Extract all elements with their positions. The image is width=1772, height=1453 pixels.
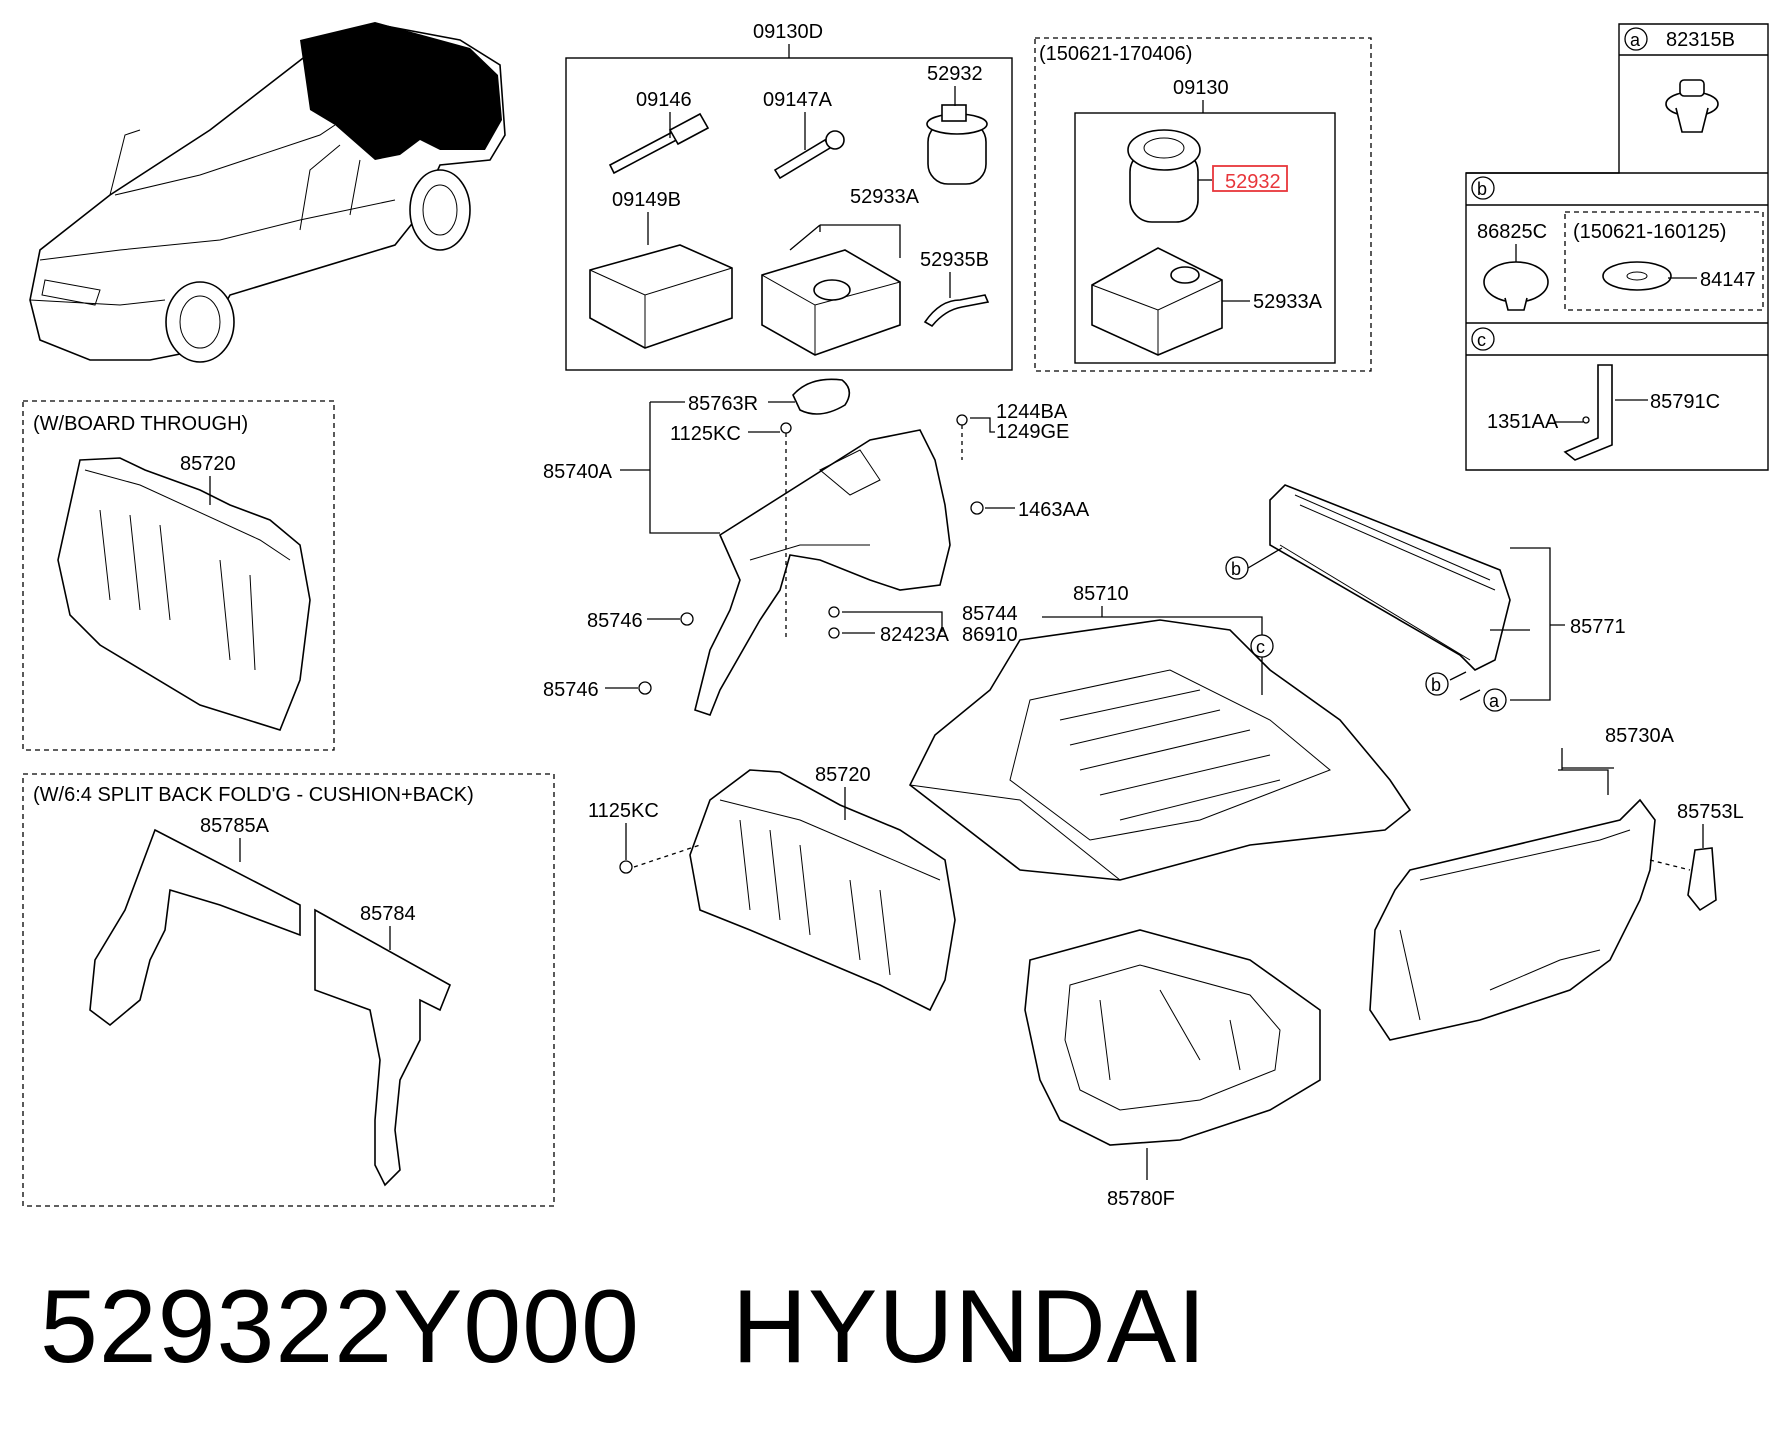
label-82423A: 82423A [880, 624, 950, 646]
label-84147: 84147 [1700, 269, 1756, 291]
label-85771: 85771 [1570, 616, 1626, 638]
label-85720-b: 85720 [815, 764, 871, 786]
bracket-85791C[interactable] [1563, 364, 1613, 461]
tool-bag-part[interactable] [589, 244, 733, 349]
callout-b-trim-lower: b [1431, 675, 1441, 695]
label-1249GE: 1249GE [996, 421, 1069, 443]
split-back-box: (W/6:4 SPLIT BACK FOLD'G - CUSHION+BACK)… [22, 773, 555, 1207]
compressor-part[interactable] [761, 249, 901, 356]
callout-a-trim: a [1489, 691, 1500, 711]
callout-c-floor: c [1256, 637, 1265, 657]
sealant-bottle-part[interactable] [926, 104, 988, 185]
label-1125KC-a: 1125KC [670, 423, 741, 445]
side-trim-85784[interactable] [314, 908, 452, 1187]
label-52932-highlighted: 52932 [1225, 171, 1281, 193]
brand-name: HYUNDAI [731, 1269, 1207, 1385]
trunk-floor-85710[interactable] [908, 619, 1412, 881]
trunk-side-trim-85730A[interactable] [1369, 798, 1656, 1041]
compressor-alt-part[interactable] [1091, 247, 1223, 356]
highlight-box [1212, 165, 1288, 192]
part-number: 529322Y000 [40, 1269, 640, 1385]
label-85780F: 85780F [1107, 1188, 1175, 1210]
cover-85763R[interactable] [792, 378, 851, 415]
clip-alt-date-range: (150621-160125) [1573, 221, 1726, 243]
wrench-part[interactable] [773, 130, 845, 180]
hose-part[interactable] [923, 294, 990, 328]
fastener-table: a 82315B b 86825C (150621-160125) 84147 … [1465, 23, 1769, 471]
label-85744: 85744 [962, 603, 1018, 625]
label-85720-a: 85720 [180, 453, 236, 475]
callout-b-trim-upper: b [1231, 559, 1241, 579]
label-85740A: 85740A [543, 461, 613, 483]
alt-kit-label: 09130 [1173, 77, 1229, 99]
clip-1463AA[interactable] [970, 501, 984, 515]
clip-84147[interactable] [1602, 261, 1672, 291]
bolt-1125KC-a[interactable] [780, 422, 792, 434]
label-1463AA: 1463AA [1018, 499, 1090, 521]
tool-kit-box-label: 09130D [753, 21, 823, 43]
trunk-partition-85720-b[interactable] [689, 769, 956, 1012]
sealant-bottle-highlighted[interactable] [1127, 129, 1201, 223]
screw-1244BA[interactable] [956, 414, 968, 426]
label-09146: 09146 [636, 89, 692, 111]
label-09149B: 09149B [612, 189, 681, 211]
trunk-side-trim-85740A[interactable] [694, 429, 951, 716]
label-85746-a: 85746 [587, 610, 643, 632]
label-1351AA: 1351AA [1487, 411, 1559, 433]
label-82315B: 82315B [1666, 29, 1735, 51]
label-85791C: 85791C [1650, 391, 1720, 413]
label-52933A-alt: 52933A [1253, 291, 1323, 313]
label-85710: 85710 [1073, 583, 1129, 605]
bolt-1125KC-b[interactable] [619, 860, 633, 874]
callout-a-table: a [1630, 30, 1641, 50]
clip-85744[interactable] [828, 606, 840, 618]
alt-kit-date-range: (150621-170406) [1039, 43, 1192, 65]
label-85785A: 85785A [200, 815, 270, 837]
label-85730A: 85730A [1605, 725, 1675, 747]
label-85763R: 85763R [688, 393, 758, 415]
clip-85746-b[interactable] [638, 681, 652, 695]
board-through-title: (W/BOARD THROUGH) [33, 413, 248, 435]
label-1125KC-b: 1125KC [588, 800, 659, 822]
clip-82315B[interactable] [1665, 79, 1719, 133]
alt-kit-box: (150621-170406) 09130 52932 52933A [1034, 37, 1372, 372]
tool-kit-box: 09130D 09146 09147A 52932 09149B [565, 21, 1013, 371]
label-09147A: 09147A [763, 89, 833, 111]
label-52932-kit: 52932 [927, 63, 983, 85]
clip-85746-a[interactable] [680, 612, 694, 626]
label-85753L: 85753L [1677, 801, 1744, 823]
callout-c-table: c [1477, 330, 1486, 350]
label-52933A-kit: 52933A [850, 186, 920, 208]
label-85746-b: 85746 [543, 679, 599, 701]
callout-b-table: b [1477, 179, 1487, 199]
washer-82423A[interactable] [828, 627, 840, 639]
label-86910: 86910 [962, 624, 1018, 646]
clip-86825C[interactable] [1483, 261, 1549, 311]
side-trim-85785A[interactable] [89, 828, 301, 1027]
car-illustration [29, 22, 506, 363]
label-1244BA: 1244BA [996, 401, 1068, 423]
label-85784: 85784 [360, 903, 416, 925]
trunk-sill-trim-85771[interactable] [1269, 484, 1511, 671]
label-52935B: 52935B [920, 249, 989, 271]
cover-85753L[interactable] [1687, 847, 1717, 912]
split-back-title: (W/6:4 SPLIT BACK FOLD'G - CUSHION+BACK) [33, 784, 474, 806]
trunk-partition-85720-a[interactable] [57, 457, 311, 731]
screwdriver-part[interactable] [608, 112, 710, 175]
board-through-box: (W/BOARD THROUGH) 85720 [22, 400, 335, 751]
label-86825C: 86825C [1477, 221, 1547, 243]
spare-tray-85780F[interactable] [1024, 929, 1321, 1146]
